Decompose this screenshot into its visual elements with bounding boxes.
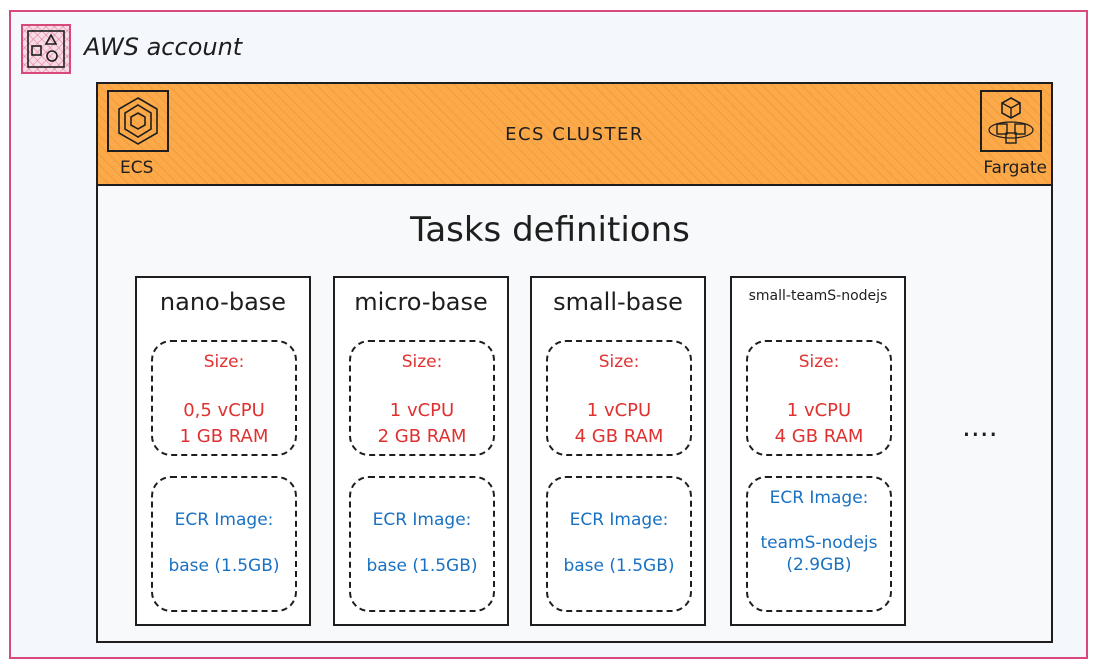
size-heading: Size: (203, 352, 245, 372)
ecr-image-value: teamS-nodejs (2.9GB) (748, 532, 890, 576)
ecr-image-heading: ECR Image: (174, 510, 274, 530)
ecr-image-value: base (1.5GB) (563, 556, 675, 576)
task-name: small-teamS-nodejs (748, 288, 888, 304)
task-name: micro-base (354, 288, 488, 316)
size-heading: Size: (401, 352, 443, 372)
ecr-image-value: base (1.5GB) (366, 556, 478, 576)
ram-value: 4 GB RAM (774, 426, 864, 447)
task-definition-card: micro-base Size: 1 vCPU 2 GB RAM ECR Ima… (333, 276, 509, 626)
cluster-title: ECS CLUSTER (505, 124, 644, 145)
size-heading: Size: (798, 352, 840, 372)
ecr-image-box: ECR Image: base (1.5GB) (151, 476, 297, 612)
size-box: Size: 0,5 vCPU 1 GB RAM (151, 340, 297, 456)
ram-value: 1 GB RAM (179, 426, 269, 447)
ecr-image-box: ECR Image: base (1.5GB) (546, 476, 692, 612)
fargate-icon (980, 90, 1042, 152)
cpu-value: 1 vCPU (586, 400, 652, 421)
ram-value: 2 GB RAM (377, 426, 467, 447)
ecr-image-heading: ECR Image: (372, 510, 472, 530)
ram-value: 4 GB RAM (574, 426, 664, 447)
ecr-image-name: teamS-nodejs (760, 533, 878, 553)
ecr-image-heading: ECR Image: (569, 510, 669, 530)
size-box: Size: 1 vCPU 2 GB RAM (349, 340, 495, 456)
task-name: small-base (553, 288, 683, 316)
aws-account-label: AWS account (84, 33, 243, 61)
task-definition-card: small-base Size: 1 vCPU 4 GB RAM ECR Ima… (530, 276, 706, 626)
ecr-image-box: ECR Image: teamS-nodejs (2.9GB) (746, 476, 892, 612)
ecs-cluster-header: ECS ECS CLUSTER Fargate (96, 82, 1053, 186)
task-name: nano-base (159, 288, 287, 316)
size-heading: Size: (598, 352, 640, 372)
size-box: Size: 1 vCPU 4 GB RAM (546, 340, 692, 456)
size-box: Size: 1 vCPU 4 GB RAM (746, 340, 892, 456)
ecs-label: ECS (120, 158, 154, 178)
aws-account-icon (21, 24, 71, 74)
cpu-value: 0,5 vCPU (183, 400, 265, 421)
cpu-value: 1 vCPU (389, 400, 455, 421)
fargate-label: Fargate (983, 158, 1047, 178)
task-definition-card: small-teamS-nodejs Size: 1 vCPU 4 GB RAM… (730, 276, 906, 626)
cpu-value: 1 vCPU (786, 400, 852, 421)
ecs-icon (107, 90, 169, 152)
ecr-image-heading: ECR Image: (769, 488, 869, 508)
ecr-image-size: (2.9GB) (786, 555, 852, 575)
task-definition-card: nano-base Size: 0,5 vCPU 1 GB RAM ECR Im… (135, 276, 311, 626)
ecr-image-value: base (1.5GB) (168, 556, 280, 576)
ecr-image-box: ECR Image: base (1.5GB) (349, 476, 495, 612)
tasks-title: Tasks definitions (410, 210, 690, 250)
more-tasks-ellipsis: .... (962, 410, 998, 443)
